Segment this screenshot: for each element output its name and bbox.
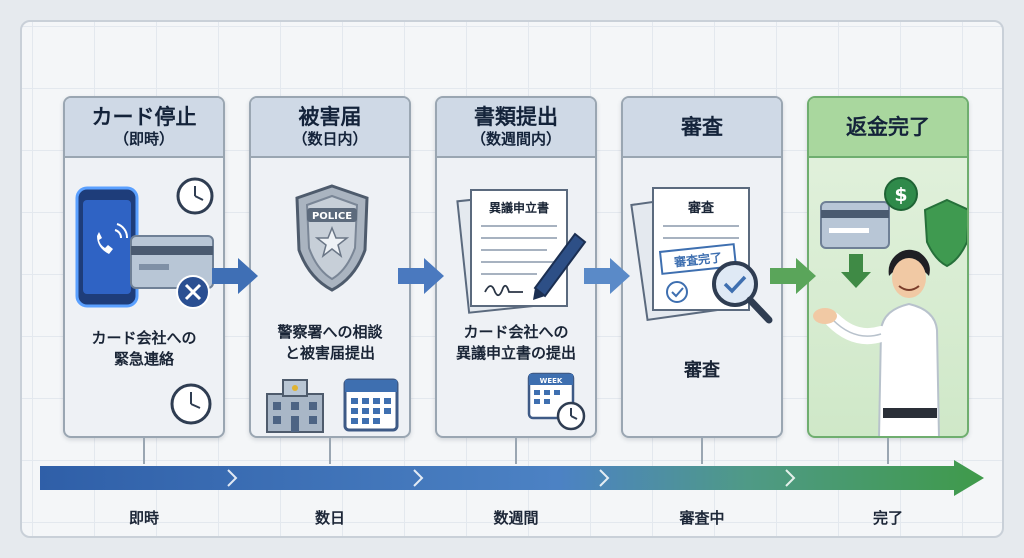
step-subtitle: （数日内） <box>292 130 368 148</box>
credit-card-icon <box>130 235 214 289</box>
arrow-icon <box>770 258 816 294</box>
dollar-coin-icon: $ <box>884 177 918 211</box>
approval-stamp: 審査完了 <box>672 250 722 270</box>
step-title: 被害届 <box>298 105 362 129</box>
step-header: 被害届 （数日内） <box>251 98 409 158</box>
timeline-arrow <box>40 460 984 496</box>
step-police-report: 被害届 （数日内） POLICE <box>249 96 411 438</box>
arrow-icon <box>398 258 444 294</box>
timeline-tick <box>515 438 517 464</box>
document-title: 異議申立書 <box>489 200 549 215</box>
step-description: 審査 <box>684 360 720 381</box>
shield-icon <box>923 198 967 268</box>
down-arrow-icon <box>841 254 871 288</box>
step-review: 審査 審査 審査完了 審査 <box>621 96 783 438</box>
document-icon: 異議申立書 <box>456 189 568 314</box>
magnifier-icon <box>712 261 773 324</box>
timeline-tick <box>329 438 331 464</box>
calendar-clock-icon: WEEK <box>527 372 586 431</box>
coin-symbol: $ <box>894 184 907 206</box>
calendar-label: WEEK <box>540 377 563 385</box>
step-header: 返金完了 <box>809 98 967 158</box>
step-document-submission: 書類提出 （数週間内） 異議申立書 WEEK <box>435 96 597 438</box>
timeline-label: 数日 <box>314 509 345 527</box>
step-title: 返金完了 <box>846 115 930 139</box>
step-description: 警察署への相談 と被害届提出 <box>277 323 383 362</box>
step-subtitle: （数週間内） <box>470 130 561 148</box>
step-title: 書類提出 <box>474 105 558 129</box>
timeline-label: 数週間 <box>493 509 539 527</box>
police-station-icon <box>266 379 324 433</box>
arrow-icon <box>212 258 258 294</box>
stopwatch-icon <box>176 177 214 215</box>
timeline-tick <box>887 438 889 464</box>
step-refund-complete: 返金完了 $ <box>807 96 969 438</box>
timeline-tick <box>701 438 703 464</box>
cancel-x-icon <box>176 275 210 309</box>
phone-icon <box>75 186 139 308</box>
step-header: カード停止 （即時） <box>65 98 223 158</box>
pen-icon <box>533 232 587 300</box>
step-title: カード停止 <box>91 105 197 129</box>
step-header: 審査 <box>623 98 781 158</box>
timeline-tick <box>143 438 145 464</box>
clock-icon <box>170 383 212 425</box>
refund-card-icon <box>820 201 890 249</box>
calendar-icon <box>343 378 399 432</box>
step-title: 審査 <box>681 115 723 139</box>
person-icon <box>813 249 940 436</box>
review-document-icon: 審査 審査完了 <box>630 187 750 321</box>
step-header: 書類提出 （数週間内） <box>437 98 595 158</box>
timeline-label: 完了 <box>872 509 903 527</box>
timeline-label: 審査中 <box>679 509 725 527</box>
timeline-label: 即時 <box>128 509 159 527</box>
police-badge-icon: POLICE <box>295 184 369 292</box>
arrow-icon <box>584 258 630 294</box>
step-description: カード会社への 異議申立書の提出 <box>455 323 576 362</box>
step-card-stop: カード停止 （即時） カード会社への 緊急連絡 <box>63 96 225 438</box>
badge-text: POLICE <box>312 211 352 222</box>
step-subtitle: （即時） <box>113 130 174 148</box>
step-description: カード会社への 緊急連絡 <box>91 329 197 368</box>
review-document-title: 審査 <box>687 200 715 216</box>
